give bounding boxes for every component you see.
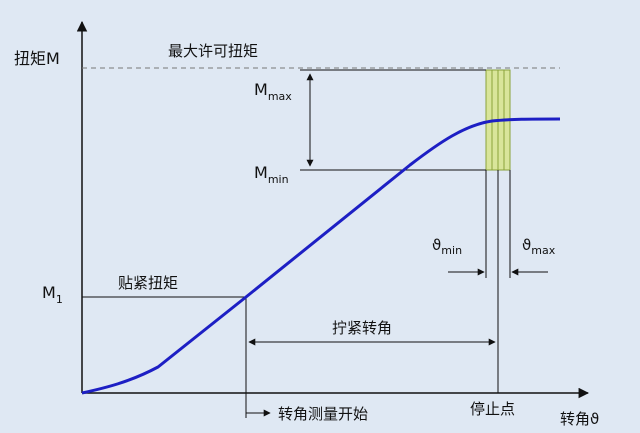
- m-min-sub: min: [268, 173, 289, 186]
- theta-max-sub: max: [531, 244, 555, 257]
- m-max-base: M: [254, 80, 268, 99]
- stop-point-label: 停止点: [470, 400, 515, 418]
- m-max-sub: max: [268, 90, 292, 103]
- theta-min-base: ϑ: [432, 236, 441, 254]
- theta-max-label: ϑmax: [522, 236, 556, 257]
- m-max-label: Mmax: [254, 80, 292, 103]
- m1-sub: 1: [56, 293, 63, 306]
- tighten-angle-label: 拧紧转角: [332, 319, 392, 337]
- theta-min-sub: min: [441, 244, 462, 257]
- max-allowed-label: 最大许可扭矩: [168, 42, 258, 60]
- m1-label: M1: [42, 283, 63, 306]
- theta-max-base: ϑ: [522, 236, 531, 254]
- x-axis-title: 转角ϑ: [560, 410, 599, 428]
- m1-base: M: [42, 283, 56, 302]
- m-min-label: Mmin: [254, 163, 289, 186]
- torque-curve: [81, 117, 561, 395]
- y-axis-title: 扭矩M: [14, 49, 60, 68]
- angle-measure-start-label: 转角测量开始: [278, 405, 368, 423]
- snug-torque-label: 贴紧扭矩: [118, 274, 178, 292]
- m-min-base: M: [254, 163, 268, 182]
- theta-min-label: ϑmin: [432, 236, 462, 257]
